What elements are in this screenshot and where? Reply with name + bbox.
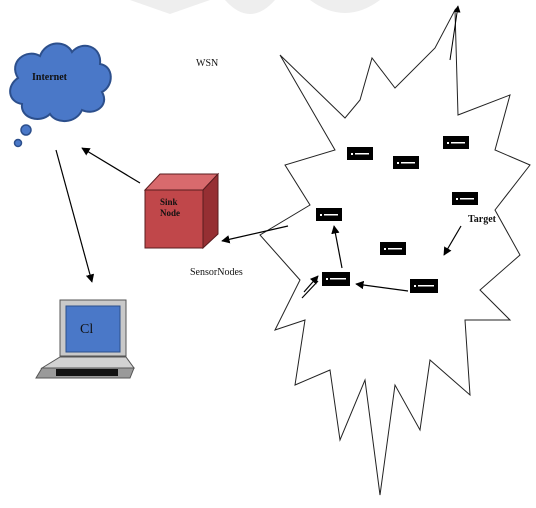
arrow-node-up [331, 225, 343, 269]
internet-label: Internet [32, 72, 68, 83]
target-label: Target [468, 214, 497, 225]
arrow-node-left-in [303, 275, 319, 293]
sensor-node-icon [452, 192, 478, 205]
arrow-target-to-node [443, 225, 462, 256]
sensor-nodes-label: SensorNodes [190, 267, 243, 278]
top-gray-shapes [130, 0, 380, 14]
sensor-node-icon [393, 156, 419, 169]
arrow-sink-to-internet [81, 147, 141, 184]
connections [55, 147, 462, 299]
arrow-internet-to-laptop [55, 149, 95, 283]
cloud-icon [9, 42, 112, 148]
sensor-node-icon [410, 279, 438, 293]
sensor-node-icon [347, 147, 373, 160]
sensor-nodes [316, 136, 478, 293]
cl-label: Cl [80, 322, 93, 337]
laptop-icon [35, 299, 135, 379]
wsn-label: WSN [196, 58, 218, 69]
sensor-node-icon [443, 136, 469, 149]
sensor-node-icon [316, 208, 342, 221]
cube-icon [143, 172, 220, 250]
sensor-node-icon [380, 242, 406, 255]
arrow-wsn-to-sink [221, 225, 289, 244]
sink-label-line2: Node [160, 208, 180, 218]
sensor-node-icon [322, 272, 350, 286]
arrow-node-to-node-right [355, 280, 409, 292]
outgoing-arrow [449, 5, 461, 61]
sink-label-line1: Sink [160, 197, 178, 207]
